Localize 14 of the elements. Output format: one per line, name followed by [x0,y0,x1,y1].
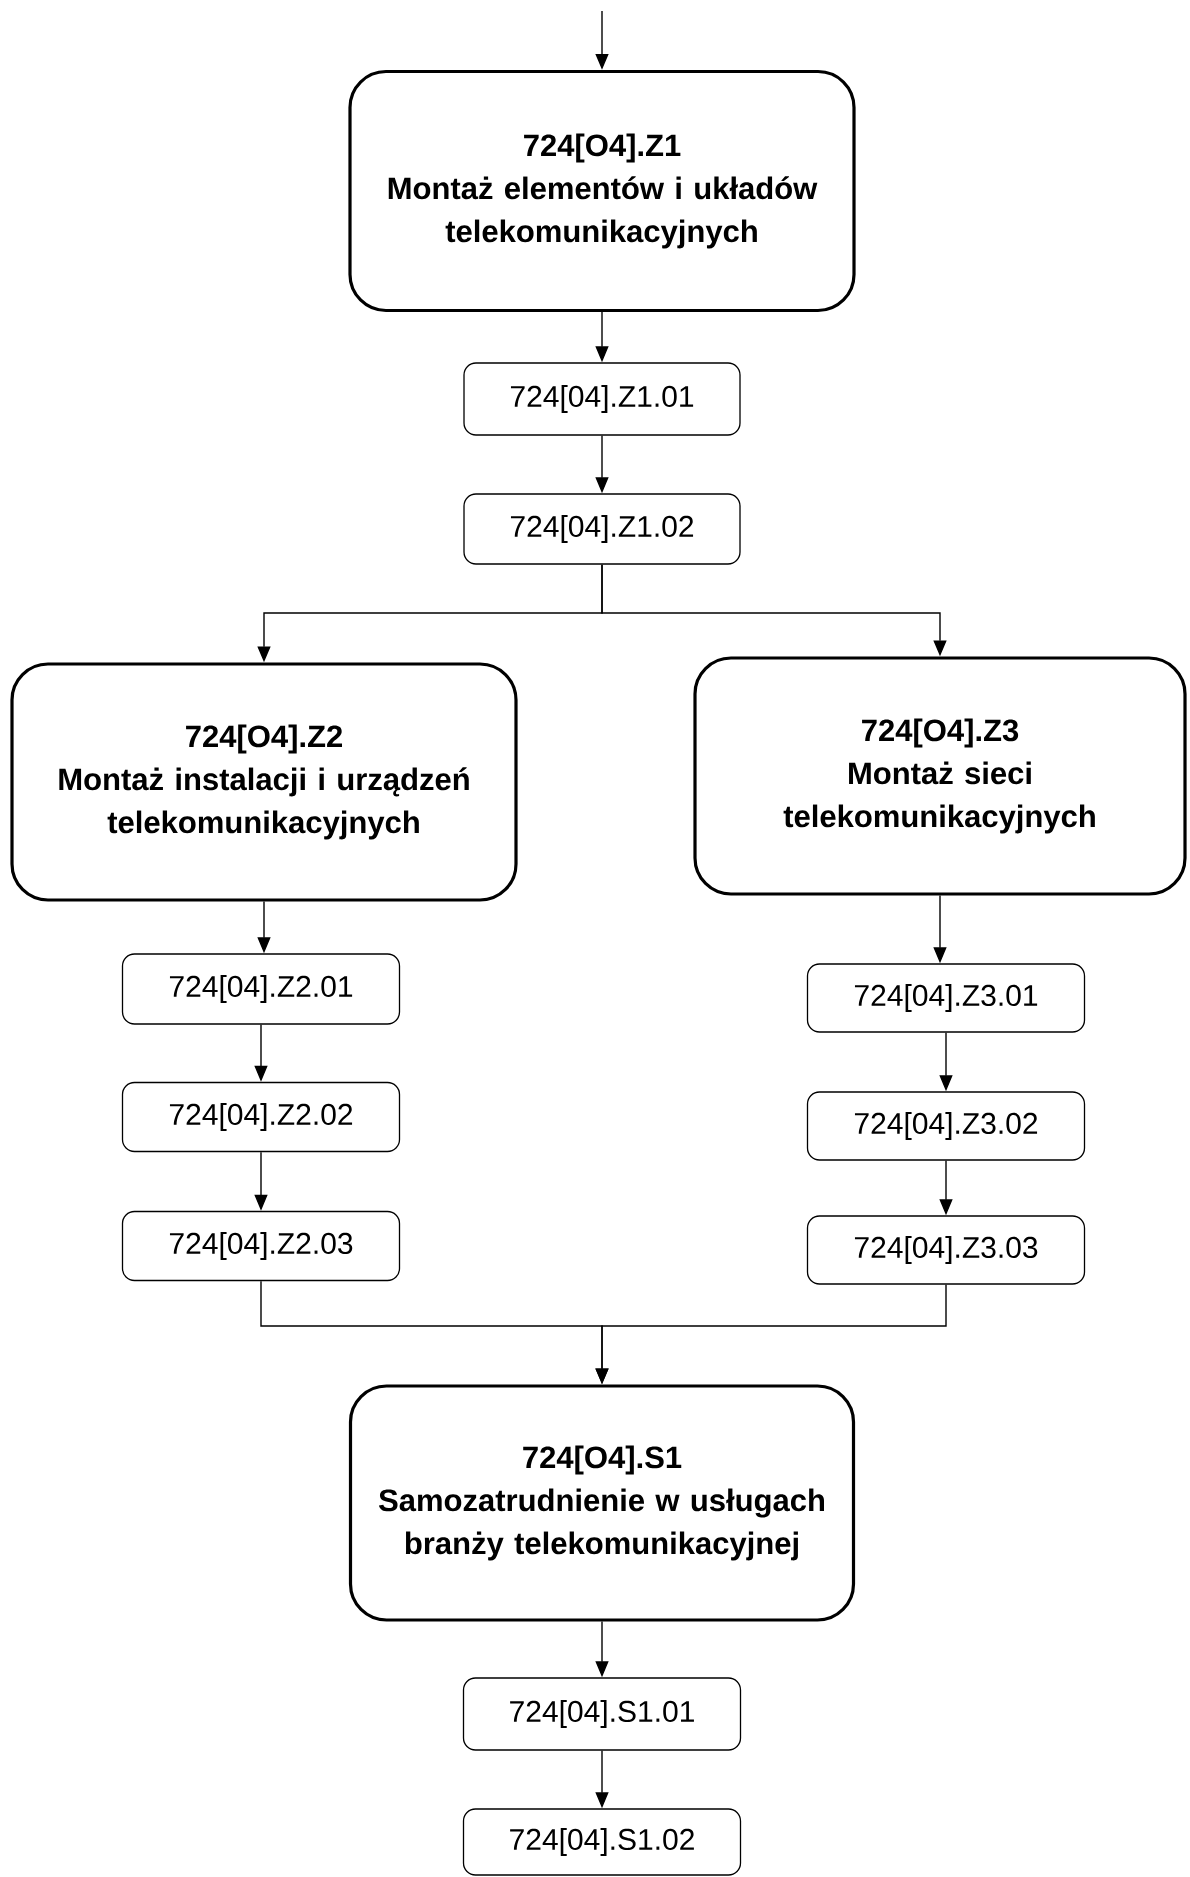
unit-box: 724[04].Z3.03 [806,1215,1086,1285]
unit-box: 724[04].Z1.02 [463,493,741,565]
module-box: 724[O4].Z1 Montaż elementów i układów telekomunikacyjnych [348,69,856,313]
unit-box: 724[04].Z2.01 [121,953,401,1025]
unit-box: 724[04].Z1.01 [463,362,741,436]
unit-box: 724[04].Z3.01 [806,963,1086,1033]
module-box: 724[O4].Z2 Montaż instalacji i urządzeń telekomunikacyjnych [10,662,518,902]
unit-box: 724[04].S1.02 [462,1808,742,1876]
module-box: 724[O4].S1 Samozatrudnienie w usługach branży telekomunikacyjnej [348,1384,856,1622]
unit-box: 724[04].Z2.02 [121,1081,401,1153]
unit-box: 724[04].Z2.03 [121,1210,401,1282]
unit-box: 724[04].S1.01 [462,1677,742,1751]
module-box: 724[O4].Z3 Montaż sieci telekomunikacyjnych [693,656,1187,896]
unit-box: 724[04].Z3.02 [806,1091,1086,1161]
